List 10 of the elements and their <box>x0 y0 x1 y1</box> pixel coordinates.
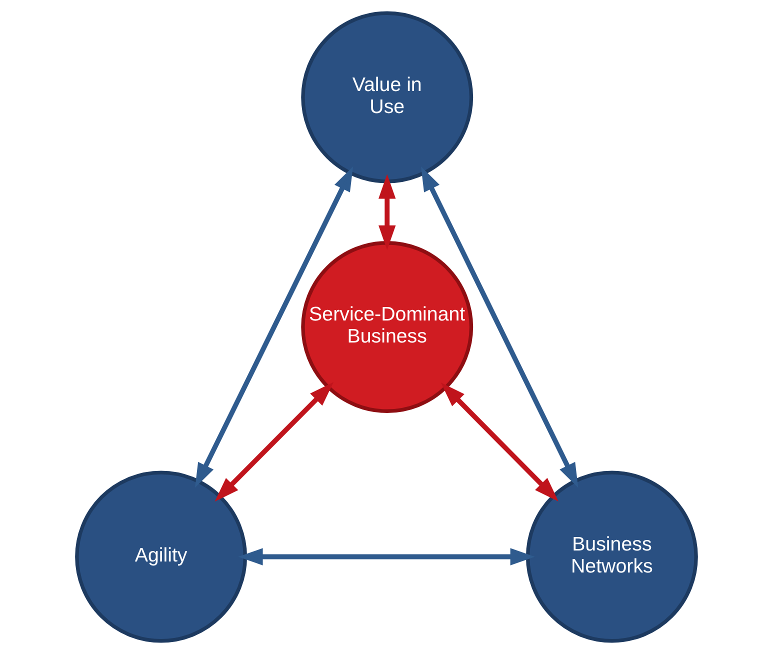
arrow <box>440 382 558 502</box>
arrow <box>378 174 396 250</box>
node-circle: Business Networks <box>526 470 698 643</box>
arrow <box>420 166 578 488</box>
node-circle: Value in Use <box>301 11 474 184</box>
node-circle: Service-Dominant Business <box>301 241 474 413</box>
arrow <box>238 548 535 566</box>
arrow <box>194 166 354 488</box>
arrow <box>214 382 334 502</box>
node-circle: Agility <box>75 470 248 643</box>
